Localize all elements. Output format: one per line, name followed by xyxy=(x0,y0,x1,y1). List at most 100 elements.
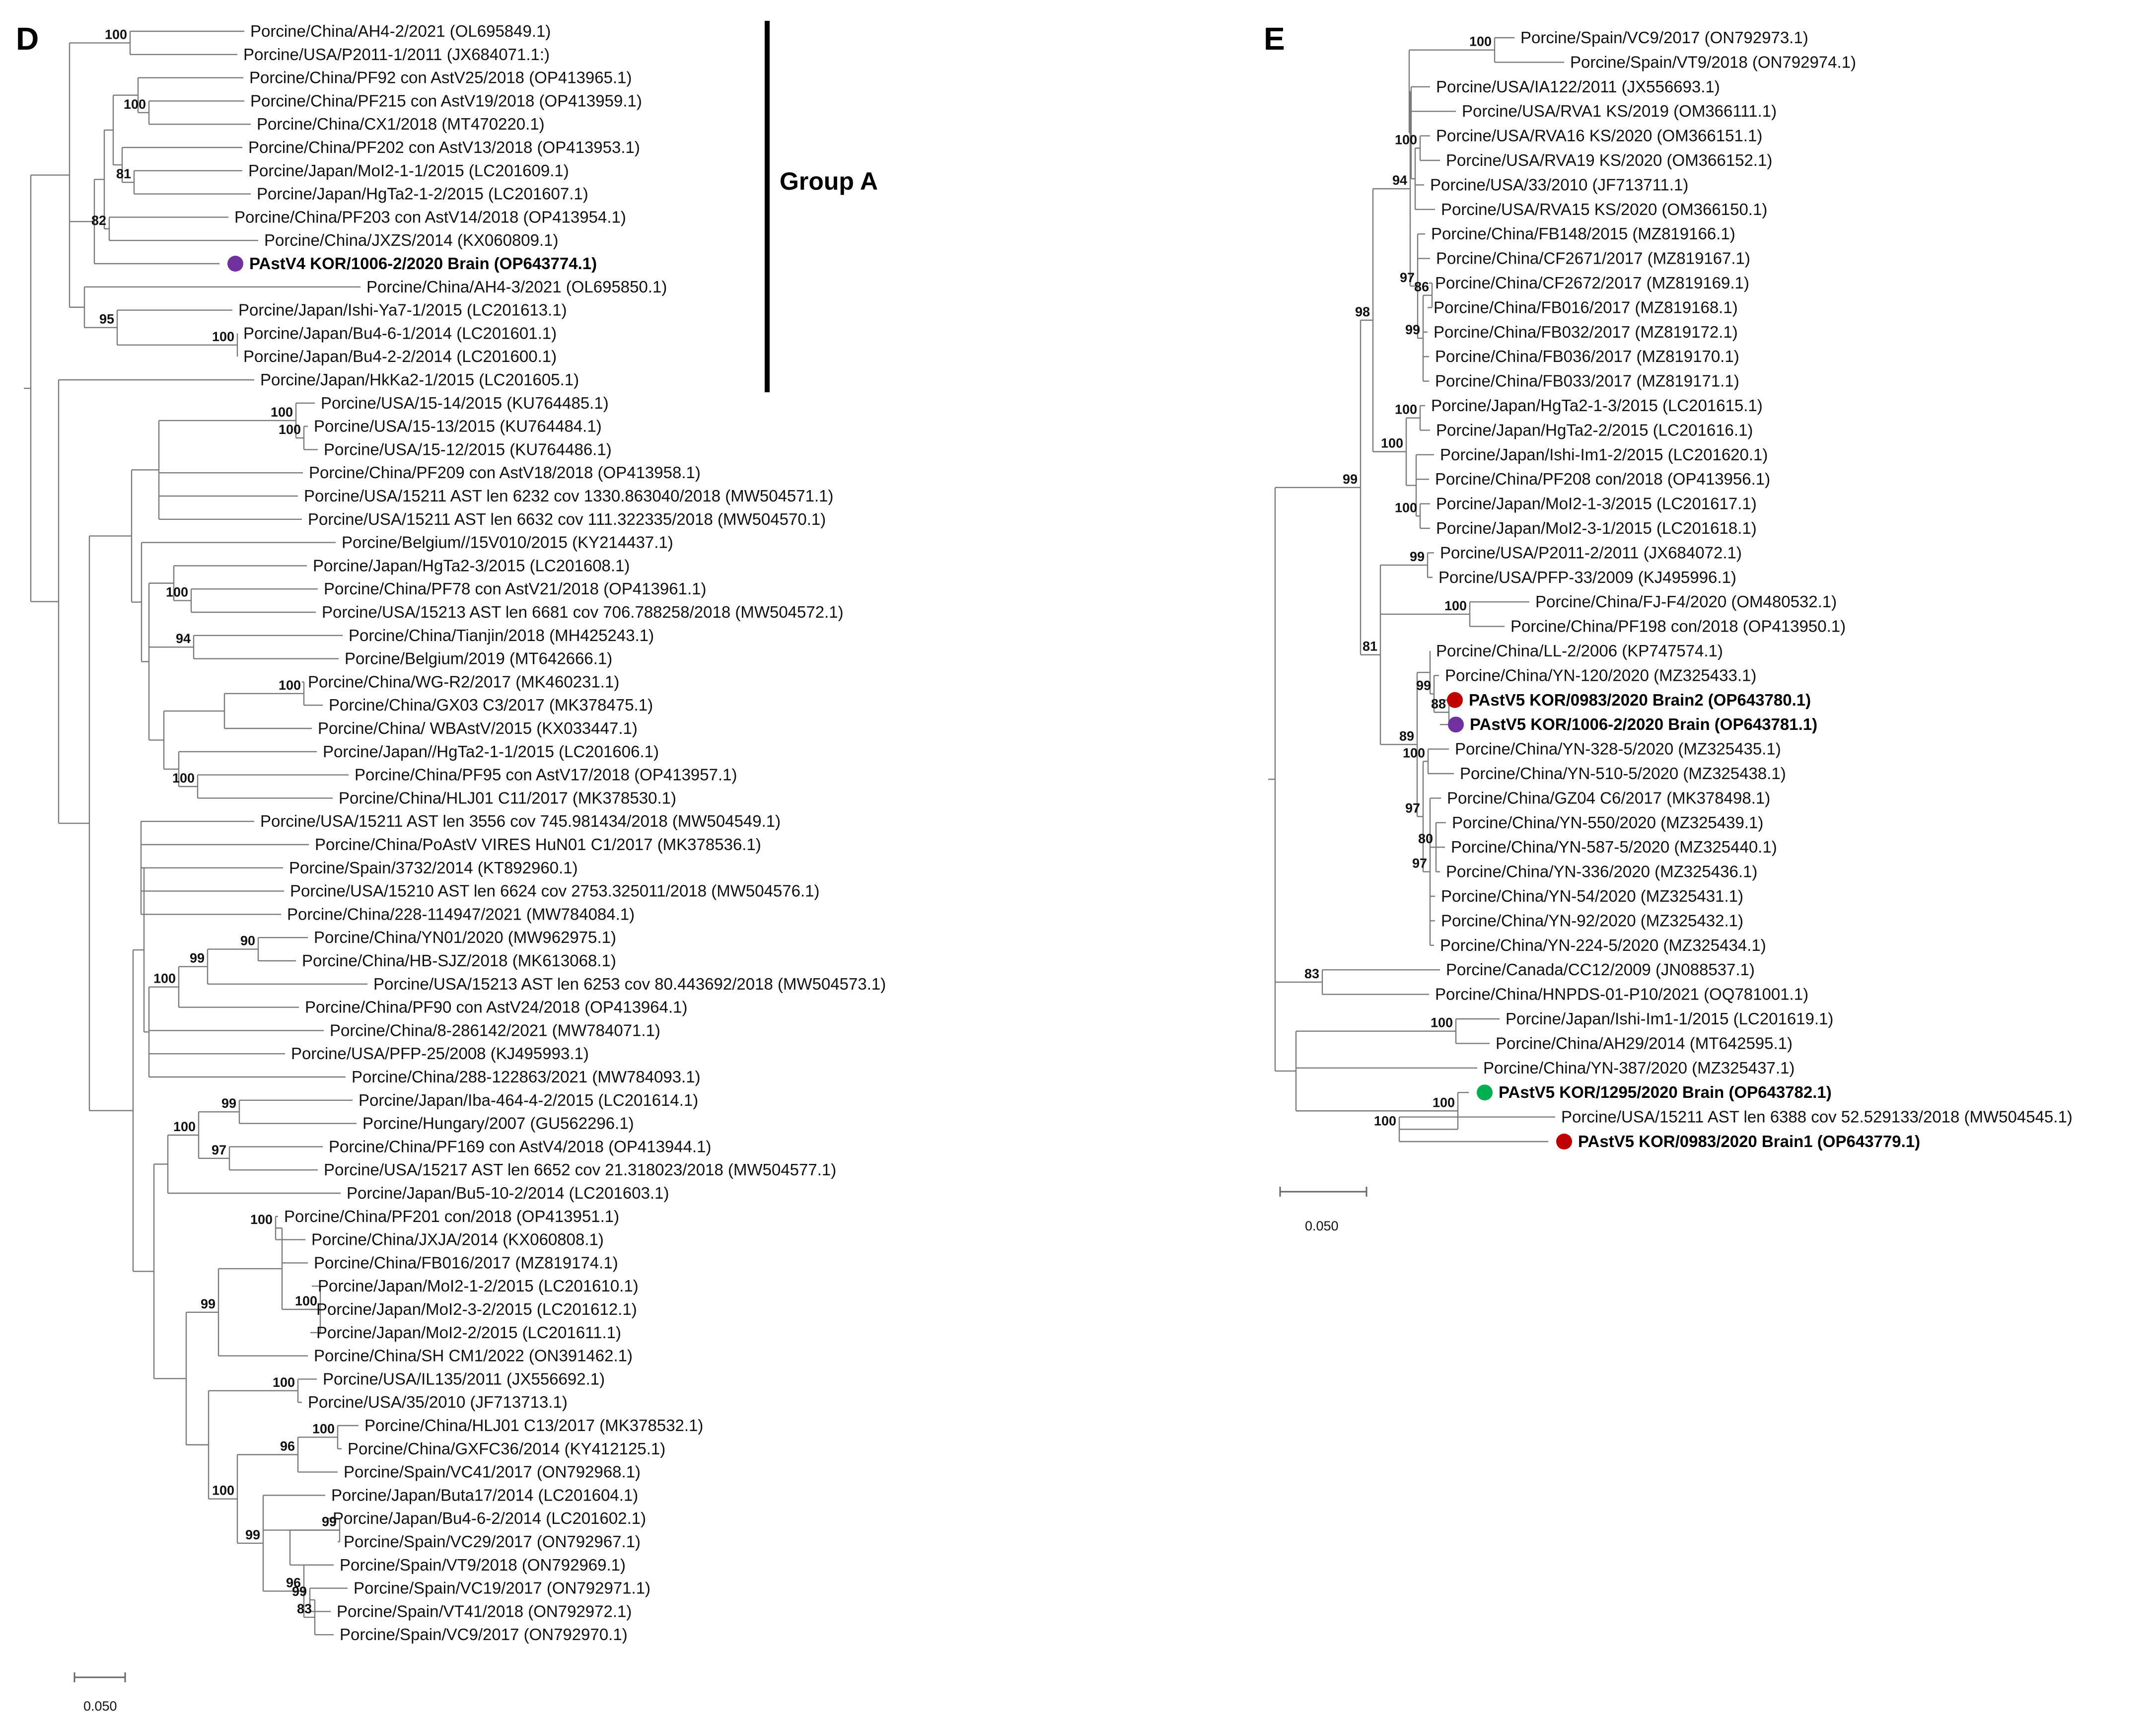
leaf-label: Porcine/USA/IA122/2011 (JX556693.1) xyxy=(1436,77,1720,96)
bootstrap-value: 100 xyxy=(124,97,146,112)
leaf-label: Porcine/USA/RVA1 KS/2019 (OM366111.1) xyxy=(1462,102,1777,120)
bootstrap-value: 95 xyxy=(99,312,114,327)
leaf-label: Porcine/Spain/VT9/2018 (ON792974.1) xyxy=(1570,53,1856,71)
leaf-label: Porcine/Japan/HgTa2-1-3/2015 (LC201615.1… xyxy=(1431,396,1763,415)
bootstrap-value: 96 xyxy=(286,1575,301,1590)
leaf-label: Porcine/USA/PFP-33/2009 (KJ495996.1) xyxy=(1438,568,1736,586)
leaf-label: Porcine/China/AH4-2/2021 (OL695849.1) xyxy=(250,22,551,40)
bootstrap-value: 81 xyxy=(1363,639,1377,654)
bootstrap-value: 90 xyxy=(240,933,255,948)
bootstrap-value: 100 xyxy=(250,1212,273,1227)
leaf-label: Porcine/Spain/VC41/2017 (ON792968.1) xyxy=(344,1463,641,1481)
leaf-label: Porcine/China/JXZS/2014 (KX060809.1) xyxy=(264,231,559,249)
bootstrap-value: 100 xyxy=(173,1119,196,1134)
panel-e-bootstrap-values: 1001008699979410010010098991008899100809… xyxy=(1304,34,1492,1129)
bootstrap-value: 83 xyxy=(297,1601,312,1616)
leaf-label: Porcine/China/JXJA/2014 (KX060808.1) xyxy=(311,1230,604,1249)
leaf-label: Porcine/USA/15213 AST len 6681 cov 706.7… xyxy=(322,603,844,621)
leaf-label: Porcine/China/PF90 con AstV24/2018 (OP41… xyxy=(305,998,688,1016)
leaf-label: Porcine/China/FB148/2015 (MZ819166.1) xyxy=(1431,224,1735,243)
bootstrap-value: 100 xyxy=(172,771,195,786)
bootstrap-value: 97 xyxy=(212,1143,226,1157)
bootstrap-value: 94 xyxy=(1392,173,1407,188)
leaf-label: Porcine/Canada/CC12/2009 (JN088537.1) xyxy=(1446,960,1755,979)
leaf-label: PAstV5 KOR/0983/2020 Brain2 (OP643780.1) xyxy=(1469,691,1811,709)
leaf-label: Porcine/Japan/Bu4-2-2/2014 (LC201600.1) xyxy=(243,347,557,365)
leaf-label: Porcine/China/HNPDS-01-P10/2021 (OQ78100… xyxy=(1435,985,1808,1004)
bootstrap-value: 100 xyxy=(1431,1015,1453,1030)
leaf-label: Porcine/USA/15211 AST len 6632 cov 111.3… xyxy=(308,510,826,528)
leaf-label: PAstV4 KOR/1006-2/2020 Brain (OP643774.1… xyxy=(249,254,597,273)
leaf-label: Porcine/USA/15211 AST len 6388 cov 52.52… xyxy=(1561,1108,2073,1126)
bootstrap-value: 97 xyxy=(1400,270,1415,285)
bootstrap-value: 81 xyxy=(116,166,131,181)
leaf-label: Porcine/China/ WBAstV/2015 (KX033447.1) xyxy=(318,719,638,737)
sample-marker-dot xyxy=(1477,1084,1493,1101)
leaf-label: Porcine/China/GX03 C3/2017 (MK378475.1) xyxy=(329,696,653,714)
leaf-label: Porcine/China/GZ04 C6/2017 (MK378498.1) xyxy=(1447,789,1770,807)
leaf-label: Porcine/USA/15-12/2015 (KU764486.1) xyxy=(324,440,612,458)
bootstrap-value: 99 xyxy=(245,1527,260,1542)
panel-e-branches xyxy=(1268,37,1564,1143)
bootstrap-value: 100 xyxy=(1381,436,1403,451)
panel-d-leaf-labels: Porcine/China/AH4-2/2021 (OL695849.1) Por… xyxy=(227,22,886,1644)
panel-e-scale-bar: 0.050 xyxy=(1279,1187,1367,1233)
panel-e-label: E xyxy=(1264,21,1285,57)
leaf-label: Porcine/USA/33/2010 (JF713711.1) xyxy=(1430,175,1688,194)
bootstrap-value: 89 xyxy=(1399,728,1414,743)
leaf-label: Porcine/Japan/Ishi-Im1-1/2015 (LC201619.… xyxy=(1506,1009,1833,1028)
leaf-label: Porcine/China/YN-328-5/2020 (MZ325435.1) xyxy=(1455,740,1781,758)
bootstrap-value: 97 xyxy=(1412,856,1427,871)
leaf-label: PAstV5 KOR/1295/2020 Brain (OP643782.1) xyxy=(1499,1083,1832,1101)
leaf-label: Porcine/USA/15-13/2015 (KU764484.1) xyxy=(314,417,602,435)
panel-e-tree: E Porcine/Spain/VC9/2017 (ON792973.1)Por… xyxy=(1264,21,2073,1233)
leaf-label: Porcine/Japan/Buta17/2014 (LC201604.1) xyxy=(331,1486,638,1504)
bootstrap-value: 98 xyxy=(1355,304,1370,319)
bootstrap-value: 100 xyxy=(212,1483,234,1498)
panel-e-leaf-labels: Porcine/Spain/VC9/2017 (ON792973.1) Porci… xyxy=(1430,28,2073,1150)
leaf-label: Porcine/China/CF2672/2017 (MZ819169.1) xyxy=(1435,274,1749,292)
leaf-label: Porcine/China/YN01/2020 (MW962975.1) xyxy=(314,928,616,946)
bootstrap-value: 88 xyxy=(1431,697,1446,712)
leaf-label: Porcine/USA/35/2010 (JF713713.1) xyxy=(308,1393,568,1411)
leaf-label: Porcine/China/228-114947/2021 (MW784084.… xyxy=(287,905,635,923)
leaf-label: Porcine/Japan/Ishi-Im1-2/2015 (LC201620.… xyxy=(1440,445,1768,464)
leaf-label: Porcine/Japan/Iba-464-4-2/2015 (LC201614… xyxy=(359,1091,698,1109)
leaf-label: Porcine/USA/15210 AST len 6624 cov 2753.… xyxy=(290,882,820,900)
bootstrap-value: 100 xyxy=(212,329,234,344)
leaf-label: Porcine/China/PF209 con AstV18/2018 (OP4… xyxy=(309,463,701,482)
bootstrap-value: 100 xyxy=(1374,1113,1396,1128)
bootstrap-value: 100 xyxy=(279,678,301,693)
bootstrap-value: 100 xyxy=(166,585,188,600)
leaf-label: Porcine/Spain/VT41/2018 (ON792972.1) xyxy=(337,1602,632,1620)
bootstrap-value: 99 xyxy=(322,1514,337,1529)
leaf-label: PAstV5 KOR/0983/2020 Brain1 (OP643779.1) xyxy=(1578,1132,1920,1150)
leaf-label: Porcine/Spain/VC29/2017 (ON792967.1) xyxy=(344,1532,641,1551)
leaf-label: Porcine/Spain/VC9/2017 (ON792970.1) xyxy=(340,1625,628,1644)
bootstrap-value: 100 xyxy=(295,1293,317,1308)
leaf-label: Porcine/USA/P2011-1/2011 (JX684071.1:) xyxy=(243,45,550,64)
leaf-label: Porcine/China/PF215 con AstV19/2018 (OP4… xyxy=(250,91,642,110)
leaf-label: Porcine/Japan/HkKa2-1/2015 (LC201605.1) xyxy=(260,370,579,389)
bootstrap-value: 99 xyxy=(292,1584,307,1599)
leaf-label: Porcine/Japan/Bu4-6-2/2014 (LC201602.1) xyxy=(333,1509,646,1527)
bootstrap-value: 100 xyxy=(1444,598,1467,613)
leaf-label: Porcine/Spain/VC9/2017 (ON792973.1) xyxy=(1520,28,1808,47)
bootstrap-value: 100 xyxy=(1469,34,1492,49)
leaf-label: Porcine/Japan/HgTa2-3/2015 (LC201608.1) xyxy=(313,556,630,574)
panel-d-bootstrap-values: 1001008182100951001001009410010090991009… xyxy=(91,27,337,1616)
bootstrap-value: 100 xyxy=(273,1375,295,1390)
leaf-label: Porcine/China/AH29/2014 (MT642595.1) xyxy=(1496,1034,1793,1052)
panel-d-label: D xyxy=(16,21,39,57)
bootstrap-value: 99 xyxy=(201,1296,216,1311)
leaf-label: Porcine/China/8-286142/2021 (MW784071.1) xyxy=(330,1021,660,1039)
leaf-label: PAstV5 KOR/1006-2/2020 Brain (OP643781.1… xyxy=(1470,715,1817,733)
leaf-label: Porcine/USA/15211 AST len 3556 cov 745.9… xyxy=(260,812,781,830)
leaf-label: Porcine/China/LL-2/2006 (KP747574.1) xyxy=(1436,642,1723,660)
leaf-label: Porcine/USA/IL135/2011 (JX556692.1) xyxy=(323,1369,605,1388)
leaf-label: Porcine/China/FB036/2017 (MZ819170.1) xyxy=(1435,347,1739,365)
leaf-label: Porcine/China/SH CM1/2022 (ON391462.1) xyxy=(314,1347,633,1365)
bootstrap-value: 99 xyxy=(1416,678,1431,693)
bootstrap-value: 94 xyxy=(176,631,191,646)
leaf-label: Porcine/China/YN-224-5/2020 (MZ325434.1) xyxy=(1440,936,1766,954)
